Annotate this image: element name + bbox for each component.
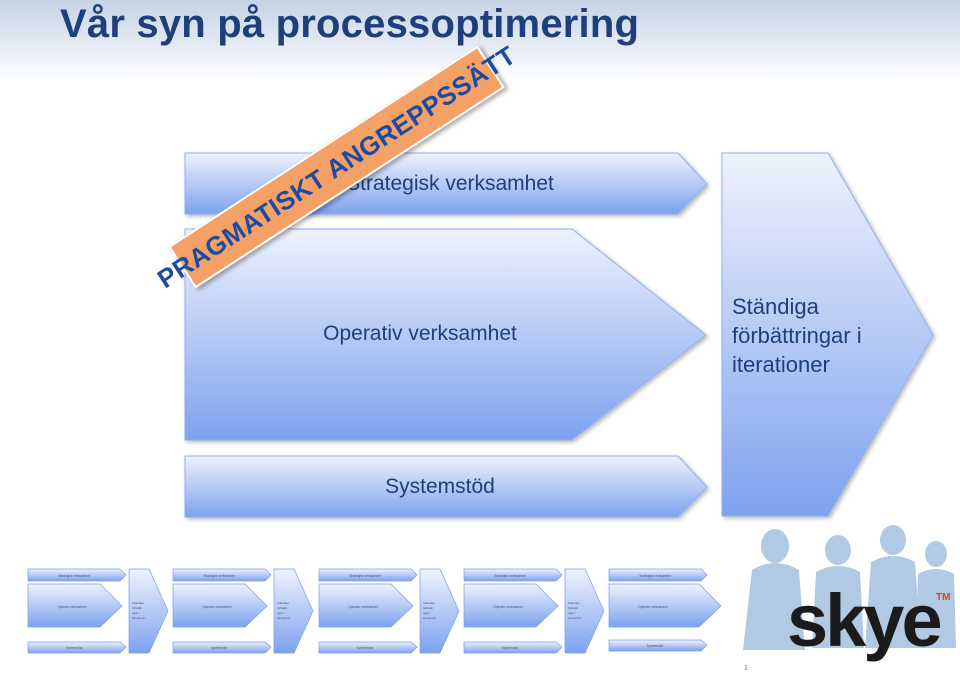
mini-continuous-label: Ständiga bbox=[423, 601, 435, 605]
page-number: 1 bbox=[744, 665, 748, 672]
mini-continuous-label: ngar i bbox=[423, 611, 431, 615]
page-title: Vår syn på processoptimering bbox=[60, 2, 640, 46]
mini-system-arrow bbox=[463, 641, 563, 654]
skye-people-silhouettes bbox=[743, 525, 956, 650]
mini-continuous-label: förbättri bbox=[423, 606, 434, 610]
mini-strategic-label: Strategisk verksamhet bbox=[349, 574, 381, 578]
mini-continuous-label: förbättri bbox=[277, 606, 288, 610]
mini-operational-label: Operativ verksamhet bbox=[493, 605, 523, 609]
continuous-improvement-arrow bbox=[721, 152, 934, 517]
operational-arrow bbox=[184, 228, 707, 441]
mini-continuous-arrow bbox=[419, 568, 460, 654]
mini-system-label: Systemstöd bbox=[66, 646, 83, 650]
mini-strategic-arrow bbox=[27, 568, 127, 582]
mini-operational-label: Operativ verksamhet bbox=[57, 605, 87, 609]
mini-operational-arrow bbox=[463, 583, 559, 628]
mini-strategic-arrow bbox=[172, 568, 272, 582]
mini-operational-arrow bbox=[318, 583, 414, 628]
mini-strategic-arrow bbox=[608, 568, 708, 582]
continuous-line-2: förbättringar i bbox=[732, 323, 862, 348]
mini-continuous-label: förbättri bbox=[132, 606, 143, 610]
mini-continuous-label: iterationer bbox=[423, 616, 436, 620]
mini-continuous-label: förbättri bbox=[568, 606, 579, 610]
mini-system-arrow bbox=[608, 639, 708, 652]
mini-operational-label: Operativ verksamhet bbox=[638, 605, 668, 609]
mini-continuous-arrow bbox=[564, 568, 605, 654]
trademark-mark: TM bbox=[936, 592, 951, 603]
mini-continuous-label: iterationer bbox=[568, 616, 581, 620]
system-label: Systemstöd bbox=[385, 475, 495, 498]
mini-continuous-label: Ständiga bbox=[132, 601, 144, 605]
mini-continuous-label: ngar i bbox=[132, 611, 140, 615]
operational-label: Operativ verksamhet bbox=[323, 322, 517, 345]
mini-continuous-label: ngar i bbox=[277, 611, 285, 615]
mini-system-label: Systemstöd bbox=[502, 646, 519, 650]
mini-system-arrow bbox=[318, 641, 418, 654]
mini-continuous-label: iterationer bbox=[132, 616, 145, 620]
mini-strategic-arrow bbox=[463, 568, 563, 582]
mini-system-arrow bbox=[27, 641, 127, 654]
mini-operational-arrow bbox=[172, 583, 268, 628]
mini-continuous-label: Ständiga bbox=[568, 601, 580, 605]
continuous-improvement-label: Ständiga förbättringar i iterationer bbox=[732, 292, 912, 379]
continuous-line-3: iterationer bbox=[732, 352, 830, 377]
mini-operational-arrow bbox=[608, 583, 722, 628]
mini-operational-label: Operativ verksamhet bbox=[348, 605, 378, 609]
mini-strategic-arrow bbox=[318, 568, 418, 582]
mini-operational-label: Operativ verksamhet bbox=[202, 605, 232, 609]
mini-system-arrow bbox=[172, 641, 272, 654]
mini-continuous-label: Ständiga bbox=[277, 601, 289, 605]
mini-continuous-label: iterationer bbox=[277, 616, 290, 620]
strategic-label: Strategisk verksamhet bbox=[346, 172, 554, 195]
mini-continuous-label: ngar i bbox=[568, 611, 576, 615]
mini-system-label: Systemstöd bbox=[211, 646, 228, 650]
mini-operational-arrow bbox=[27, 583, 123, 628]
skye-logo: skye bbox=[787, 579, 943, 662]
system-arrow bbox=[184, 455, 708, 518]
mini-continuous-arrow bbox=[128, 568, 169, 654]
continuous-line-1: Ständiga bbox=[732, 294, 819, 319]
mini-system-label: Systemstöd bbox=[647, 644, 664, 648]
mini-system-label: Systemstöd bbox=[357, 646, 374, 650]
mini-strategic-label: Strategisk verksamhet bbox=[494, 574, 526, 578]
mini-strategic-label: Strategisk verksamhet bbox=[203, 574, 235, 578]
mini-continuous-arrow bbox=[273, 568, 314, 654]
mini-strategic-label: Strategisk verksamhet bbox=[58, 574, 90, 578]
mini-strategic-label: Strategisk verksamhet bbox=[639, 574, 671, 578]
